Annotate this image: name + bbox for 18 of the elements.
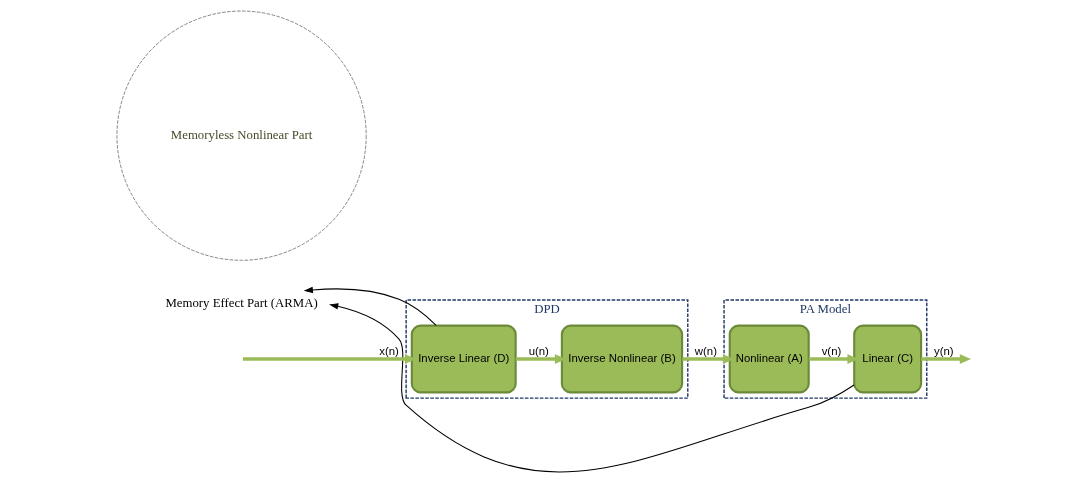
node-box: Inverse Linear (D)	[410, 324, 517, 394]
arrow	[515, 354, 566, 364]
node-box: Nonlinear (A)	[728, 324, 810, 394]
arrow	[681, 354, 734, 364]
node-text: Memory Effect Part (ARMA)	[164, 295, 318, 310]
arrow	[808, 354, 859, 364]
arrow	[328, 303, 855, 473]
edge-label: x(n)	[378, 345, 399, 358]
edge-label: y(n)	[933, 345, 954, 358]
arrow	[303, 286, 437, 326]
node-box: Linear (C)	[852, 324, 922, 394]
edge-label: v(n)	[821, 345, 841, 358]
node-circle: Memoryless Nonlinear Part	[116, 10, 367, 261]
node-box: Inverse Nonlinear (B)	[560, 324, 683, 394]
arrow	[920, 354, 971, 364]
edge-label: w(n)	[694, 345, 717, 358]
arrow	[242, 354, 416, 364]
edge-label: u(n)	[528, 345, 549, 358]
